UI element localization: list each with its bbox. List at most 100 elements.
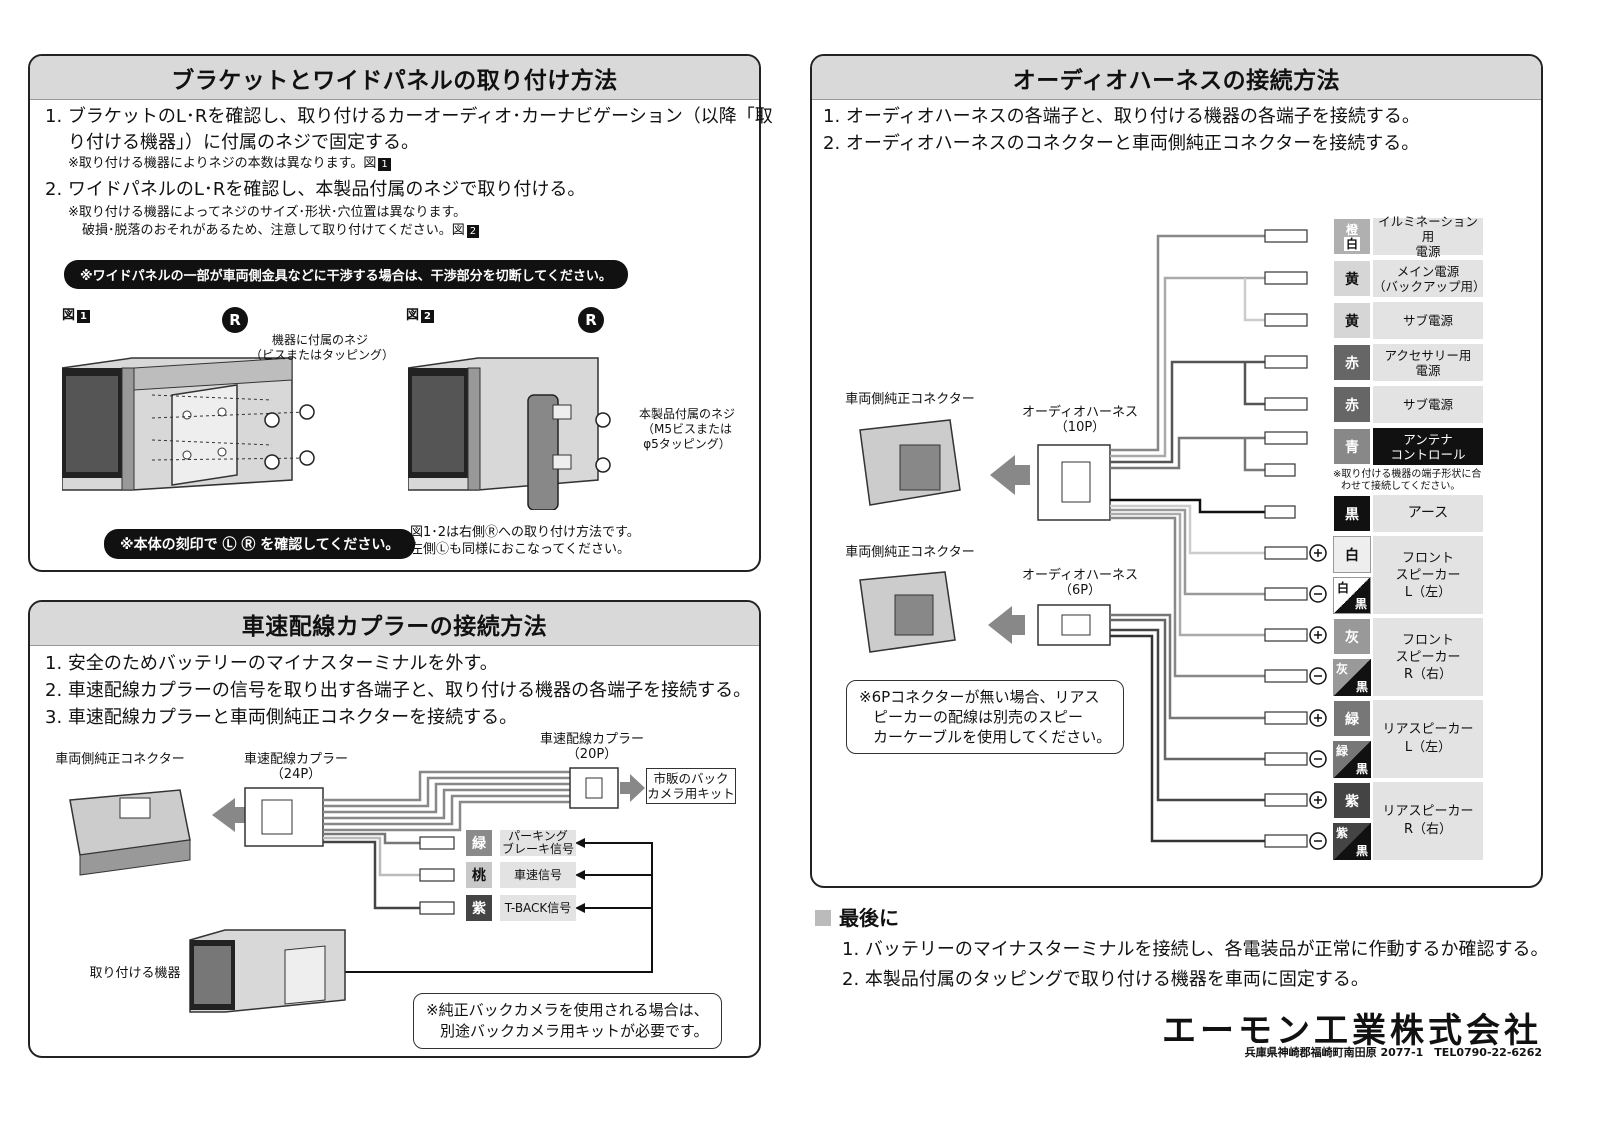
speaker-rl-func-1: リアスピーカー: [1382, 722, 1474, 737]
bracket-panel-title: ブラケットとワイドパネルの取り付け方法: [30, 56, 759, 100]
speaker-rl-func: リアスピーカー L（左）: [1373, 700, 1483, 778]
signal-arrows: [340, 842, 653, 973]
wire-color-orange: 橙: [1345, 222, 1358, 237]
no6p-note-2: ピーカーの配線は別売のスピー: [873, 708, 1084, 726]
polarity-symbols: [1309, 544, 1327, 850]
speaker-rr-func-2: R（右）: [1403, 822, 1453, 837]
final-step2: 2. 本製品付属のタッピングで取り付ける機器を車両に固定する。: [842, 969, 1369, 990]
speaker-fl-minus-color-1: 白: [1337, 581, 1350, 595]
no6p-note-3: カーケーブルを使用してください。: [873, 728, 1112, 746]
signal-label-speed: 車速信号: [500, 862, 576, 888]
wire-row-ground: 黒 アース: [1333, 495, 1483, 532]
device-label: 取り付ける機器: [89, 966, 181, 981]
wire-color-blue: 青: [1333, 428, 1371, 465]
vehicle-connector-10p-drawing: [859, 419, 961, 506]
confirm-pill: ※本体の刻印で Ⓛ Ⓡ を確認してください。: [104, 529, 416, 559]
speed-step3: 3. 車速配線カプラーと車両側純正コネクターを接続する。: [45, 707, 518, 728]
signal-label-parking-2: ブレーキ信号: [501, 842, 574, 856]
vehicle-connector-6p-drawing: [859, 571, 956, 653]
bracket-step2-note1: ※取り付ける機器によってネジのサイズ･形状･穴位置は異なります。: [68, 205, 467, 220]
wire-color-red-1: 赤: [1333, 344, 1371, 381]
screw-heads: [264, 404, 315, 470]
bracket-figure-2: [408, 357, 611, 510]
fig2-label-text: 図: [406, 308, 420, 323]
wire-row-sub-power-1: 黄 サブ電源: [1333, 302, 1483, 339]
wire-func-illumination-1: イルミネーション用: [1378, 214, 1478, 244]
camera-note-1: ※純正バックカメラを使用される場合は、: [426, 1001, 709, 1019]
arrow-right-20p: [620, 774, 645, 802]
wire-func-illumination-2: 電源: [1415, 244, 1441, 259]
final-title: 最後に: [815, 902, 899, 931]
coupler-20p-drawing: [569, 767, 619, 809]
speaker-rl-plus-color: 緑: [1333, 700, 1371, 737]
bracket-figure-1: [62, 357, 315, 491]
warning-pill: ※ワイドパネルの一部が車両側金具などに干渉する場合は、干渉部分を切断してください…: [64, 260, 628, 289]
harness-10p-label-2: （10P）: [1054, 420, 1106, 435]
wire-func-ground: アース: [1373, 495, 1483, 532]
company-logo: エーモン工業株式会社: [1162, 1011, 1542, 1051]
m5-label-2: （M5ビスまたは: [642, 422, 732, 436]
speaker-fl-func-3: L（左）: [1404, 584, 1452, 600]
arrow-left-6p: [988, 606, 1025, 644]
signal-wires: [323, 832, 420, 910]
camera-note-2: 別途バックカメラ用キットが必要です。: [440, 1022, 709, 1040]
mounted-device-drawing: [189, 929, 346, 1013]
harness-6p-label-1: オーディオハーネス: [1021, 568, 1139, 583]
speaker-fr-func-1: フロント: [1401, 632, 1454, 648]
wire-row-main-power: 黄 メイン電源 （バックアップ用）: [1333, 260, 1486, 297]
signal-label-parking-1: パーキング: [508, 829, 568, 843]
speaker-fr-plus-color: 灰: [1333, 618, 1371, 655]
bracket-step2-line1: 2. ワイドパネルのL･Rを確認し、本製品付属のネジで取り付ける。: [45, 179, 586, 200]
coupler-20p-label-1: 車速配線カプラー: [539, 732, 644, 747]
audio-step2: 2. オーディオハーネスのコネクターと車両側純正コネクターを接続する。: [823, 133, 1420, 154]
m5-label-1: 本製品付属のネジ: [638, 407, 735, 421]
panel-screw-heads: [595, 412, 611, 473]
signal-label-parking: パーキング ブレーキ信号: [500, 830, 576, 856]
right-side-badge-2: R: [578, 307, 604, 333]
no6p-note-callout: ※6Pコネクターが無い場合、リアス ピーカーの配線は別売のスピー カーケーブルを…: [846, 680, 1125, 754]
harness-6p-drawing: [1037, 604, 1111, 646]
company-address: 兵庫県神崎郡福崎町南田原 2077-1 TEL0790-22-6262: [1244, 1046, 1542, 1059]
camera-kit-box: 市販のバック カメラ用キット: [646, 768, 736, 804]
screw-label-1: 機器に付属のネジ: [271, 333, 368, 347]
bracket-step1-line2: り付ける機器」）に付属のネジで固定する。: [68, 132, 419, 153]
camera-note-callout: ※純正バックカメラを使用される場合は、 別途バックカメラ用キットが必要です。: [413, 993, 722, 1049]
bracket-step1-line1: 1. ブラケットのL･Rを確認し、取り付けるカーオーディオ･カーナビゲーション（…: [45, 106, 773, 127]
signal-color-purple: 紫: [466, 895, 492, 921]
speaker-fl-minus-color: 白 黒: [1333, 577, 1371, 614]
wire-func-main-power: メイン電源 （バックアップ用）: [1373, 260, 1486, 297]
audio-step1: 1. オーディオハーネスの各端子と、取り付ける機器の各端子を接続する。: [823, 106, 1420, 127]
wire-row-sub-power-2: 赤 サブ電源: [1333, 386, 1483, 423]
wide-panel-drawing: [527, 394, 572, 510]
power-wires: [1110, 234, 1265, 514]
right-side-badge-1: R: [222, 307, 248, 333]
wire-func-main-power-2: （バックアップ用）: [1373, 278, 1486, 294]
arrow-left-24p: [212, 798, 245, 832]
coupler-24p-drawing: [244, 787, 324, 847]
wire-color-white: 白: [1343, 236, 1360, 251]
no6p-note-1: ※6Pコネクターが無い場合、リアス: [859, 688, 1100, 706]
terminal-note-2: わせて接続してください。: [1341, 481, 1461, 492]
fig-ref-2: 2: [466, 225, 480, 238]
wire-color-black: 黒: [1333, 495, 1371, 532]
fig2-num: 2: [421, 310, 434, 323]
speaker-fr-func: フロント スピーカー R（右）: [1373, 618, 1483, 696]
speaker-wires: [1110, 504, 1265, 843]
bracket-step1-note-text: ※取り付ける機器によりネジの本数は異なります。図: [68, 156, 377, 171]
wire-func-accessory-1: アクセサリー用: [1384, 347, 1472, 363]
signal-color-green: 緑: [466, 830, 492, 856]
terminal-note-1: ※取り付ける機器の端子形状に合: [1333, 469, 1482, 480]
wire-func-accessory: アクセサリー用 電源: [1373, 344, 1483, 381]
coupler-24p-label-2: （24P）: [270, 767, 322, 782]
speaker-fr-func-3: R（右）: [1403, 666, 1453, 682]
coupler-20p-label-2: （20P）: [566, 747, 618, 762]
wire-func-accessory-2: 電源: [1415, 362, 1441, 378]
speaker-fl-func-2: スピーカー: [1395, 567, 1461, 583]
wire-func-antenna-2: コントロール: [1390, 446, 1466, 462]
wire-row-antenna: 青 アンテナ コントロール: [1333, 428, 1483, 465]
signal-terminals: [419, 836, 455, 915]
wire-func-illumination: イルミネーション用 電源: [1373, 214, 1483, 259]
camera-kit-label-1: 市販のバック: [653, 771, 729, 786]
